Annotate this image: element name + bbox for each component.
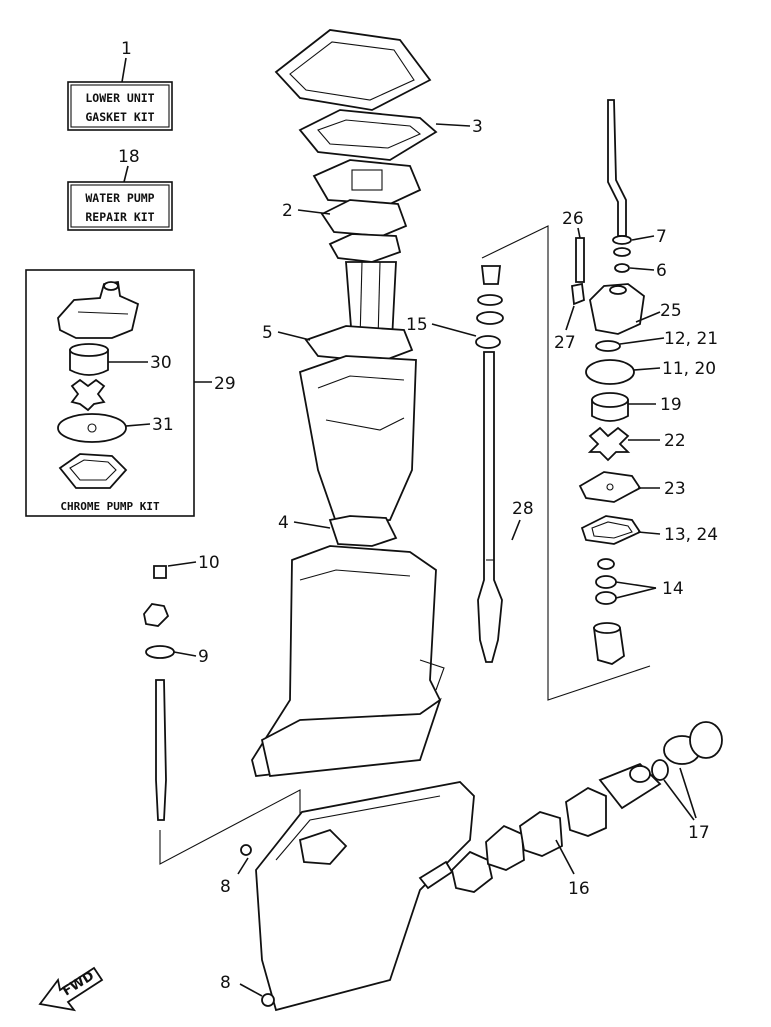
callout-23: 23 <box>664 479 686 499</box>
callout-1: 1 <box>121 39 132 59</box>
chrome-pump-kit-title: CHROME PUMP KIT <box>60 500 160 513</box>
callout-31: 31 <box>152 415 174 435</box>
callout-18: 18 <box>118 147 140 167</box>
water-pump-assembly: 26 27 25 12, 21 11, 20 19 22 23 13, 24 <box>554 209 718 665</box>
callout-11-20: 11, 20 <box>662 359 716 379</box>
callout-4: 4 <box>278 513 289 533</box>
upper-gasket-stack: 3 2 <box>274 29 483 263</box>
water-pump-kit-line1: WATER PUMP <box>85 191 154 205</box>
callout-26: 26 <box>562 209 584 229</box>
callout-29: 29 <box>214 374 236 394</box>
water-pump-kit-line2: REPAIR KIT <box>85 210 154 224</box>
callout-22: 22 <box>664 431 686 451</box>
callout-17: 17 <box>688 823 710 843</box>
callout-3: 3 <box>472 117 483 137</box>
callout-14: 14 <box>662 579 684 599</box>
callout-8-upper: 8 <box>220 877 231 897</box>
callout-9: 9 <box>198 647 209 667</box>
water-pump-repair-kit: 18 WATER PUMP REPAIR KIT <box>67 147 173 231</box>
drive-shaft-assembly: 15 28 <box>406 225 651 701</box>
callout-19: 19 <box>660 395 682 415</box>
callout-28: 28 <box>512 499 534 519</box>
callout-30: 30 <box>150 353 172 373</box>
callout-6: 6 <box>656 261 667 281</box>
callout-7: 7 <box>656 227 667 247</box>
upper-casing: 4 <box>278 355 417 547</box>
lower-unit-kit-line1: LOWER UNIT <box>85 91 154 105</box>
chrome-pump-kit: 29 30 31 CHROME PUMP KIT <box>25 269 236 517</box>
callout-8-lower: 8 <box>220 973 231 993</box>
callout-15: 15 <box>406 315 428 335</box>
exhaust-tube: 5 <box>262 261 414 363</box>
shift-linkage: 10 9 <box>143 553 301 865</box>
lower-unit-gasket-kit: 1 LOWER UNIT GASKET KIT <box>67 39 173 131</box>
lower-unit-kit-line2: GASKET KIT <box>85 110 154 124</box>
callout-25: 25 <box>660 301 682 321</box>
callout-10: 10 <box>198 553 220 573</box>
callout-12-21: 12, 21 <box>664 329 718 349</box>
shift-rod: 7 6 <box>607 99 667 281</box>
lower-casing <box>251 545 445 777</box>
propeller-shaft-assembly: 17 16 <box>418 721 723 899</box>
fwd-arrow-icon: FWD <box>38 966 104 1012</box>
callout-27: 27 <box>554 333 576 353</box>
callout-2: 2 <box>282 201 293 221</box>
gearcase: 8 8 <box>220 781 475 1012</box>
callout-13-24: 13, 24 <box>664 525 718 545</box>
callout-16: 16 <box>568 879 590 899</box>
callout-5: 5 <box>262 323 273 343</box>
